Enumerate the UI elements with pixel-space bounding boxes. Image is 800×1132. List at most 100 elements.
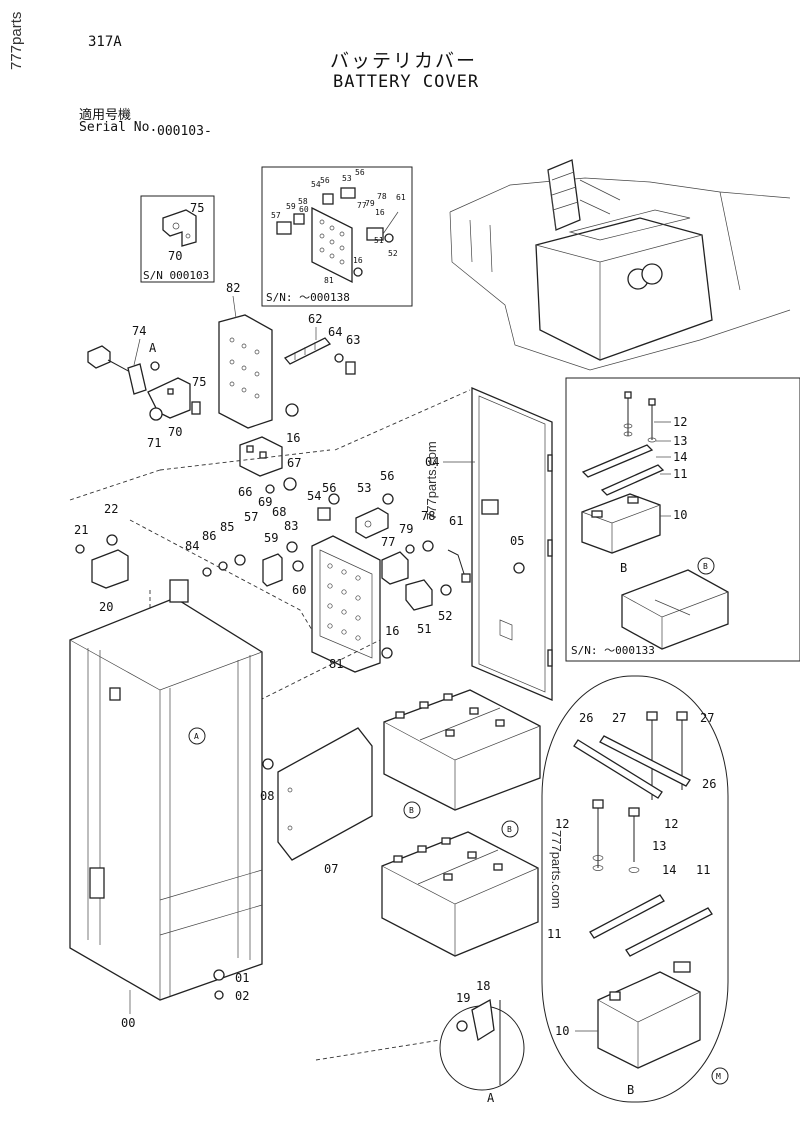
svg-text:M: M bbox=[716, 1072, 721, 1081]
part-label: 56 bbox=[355, 168, 365, 177]
part-label: 22 bbox=[104, 502, 118, 516]
callout-b: B bbox=[627, 1083, 634, 1097]
part-label: 69 bbox=[258, 495, 272, 509]
inset-label: S/N: ～000133 bbox=[571, 644, 655, 657]
part-label: 51 bbox=[417, 622, 431, 636]
serial-value: 000103- bbox=[157, 124, 212, 139]
part-label: 81 bbox=[324, 276, 334, 285]
callout-b: B bbox=[507, 825, 512, 834]
machine-outline bbox=[449, 159, 791, 371]
part-label: 68 bbox=[272, 505, 286, 519]
part-label: 82 bbox=[226, 281, 240, 295]
part-label: 18 bbox=[476, 979, 490, 993]
part-label: 53 bbox=[357, 481, 371, 495]
part-label: 12 bbox=[664, 817, 678, 831]
part-label: 79 bbox=[399, 522, 413, 536]
callout-a: A bbox=[149, 341, 157, 355]
callout-a: A bbox=[194, 732, 199, 741]
part-label: 21 bbox=[74, 523, 88, 537]
callout-b: B bbox=[620, 561, 627, 575]
part-label: 86 bbox=[202, 529, 216, 543]
part-label: 14 bbox=[673, 450, 687, 464]
page-code: 317A bbox=[88, 34, 122, 50]
bracket-20: 22 21 20 bbox=[74, 502, 129, 614]
part-label: 14 bbox=[662, 863, 676, 877]
part-label: 12 bbox=[673, 415, 687, 429]
part-label: 61 bbox=[396, 193, 406, 202]
page-title-jp: バッテリカバー bbox=[330, 50, 478, 72]
part-label: 04 bbox=[425, 455, 439, 469]
serial-label: Serial No. bbox=[79, 120, 158, 135]
detail-a: 19 18 A bbox=[315, 979, 525, 1105]
center-watermark: 777parts.com bbox=[549, 830, 564, 909]
part-label: 77 bbox=[357, 201, 367, 210]
part-label: 81 bbox=[329, 657, 343, 671]
callout-b: B bbox=[703, 562, 708, 571]
part-label: 08 bbox=[260, 789, 274, 803]
part-label: 58 bbox=[298, 197, 308, 206]
part-label: 59 bbox=[286, 202, 296, 211]
inset-sn-000138: 56 54 53 56 58 59 57 60 78 77 79 61 16 5… bbox=[261, 166, 413, 307]
part-label: 84 bbox=[185, 539, 199, 553]
part-label: 57 bbox=[271, 211, 281, 220]
part-label: 79 bbox=[365, 199, 375, 208]
page-title: BATTERY COVER bbox=[333, 72, 480, 92]
part-label: 11 bbox=[547, 927, 561, 941]
part-label: 13 bbox=[673, 434, 687, 448]
part-label: 16 bbox=[375, 208, 385, 217]
part-label: 11 bbox=[696, 863, 710, 877]
part-label: 54 bbox=[307, 489, 321, 503]
part-label: 20 bbox=[99, 600, 113, 614]
part-label: 85 bbox=[220, 520, 234, 534]
part-label: 16 bbox=[286, 431, 300, 445]
part-label: 60 bbox=[299, 205, 309, 214]
part-label: 12 bbox=[555, 817, 569, 831]
battery-box: A 00 01 02 bbox=[69, 579, 263, 1030]
part-label: 26 bbox=[579, 711, 593, 725]
center-watermark: 777parts.com bbox=[424, 441, 439, 520]
part-label: 19 bbox=[456, 991, 470, 1005]
part-label: 10 bbox=[555, 1024, 569, 1038]
part-label: 52 bbox=[438, 609, 452, 623]
part-label: 27 bbox=[700, 711, 714, 725]
inset-sn-000133: 12 13 14 11 10 B B S/N: ～000133 bbox=[565, 377, 800, 662]
part-label: 64 bbox=[328, 325, 342, 339]
part-label: 67 bbox=[287, 456, 301, 470]
part-label: 66 bbox=[238, 485, 252, 499]
inset-sn-000103: 75 70 S/N 000103 bbox=[140, 195, 215, 283]
battery-upper: B bbox=[383, 689, 541, 819]
part-label: 11 bbox=[673, 467, 687, 481]
terminal-block-66: 66 69 67 68 bbox=[238, 436, 301, 519]
serial-label-jp: 適用号機 bbox=[79, 108, 132, 123]
cover-plate-07: 08 07 bbox=[260, 727, 373, 876]
part-label: 78 bbox=[377, 192, 387, 201]
part-label: 70 bbox=[168, 249, 182, 263]
part-label: 74 bbox=[132, 324, 146, 338]
part-label: 27 bbox=[612, 711, 626, 725]
part-label: 60 bbox=[292, 583, 306, 597]
part-label: 00 bbox=[121, 1016, 135, 1030]
part-label: 71 bbox=[147, 436, 161, 450]
part-label: 16 bbox=[353, 256, 363, 265]
part-label: 53 bbox=[342, 174, 352, 183]
part-label: 07 bbox=[324, 862, 338, 876]
part-label: 10 bbox=[673, 508, 687, 522]
main-plate-81: 81 16 53 54 56 56 77 79 78 61 51 52 59 5… bbox=[185, 469, 471, 673]
part-label: 02 bbox=[235, 989, 249, 1003]
part-label: 57 bbox=[244, 510, 258, 524]
mark-m: M bbox=[711, 1067, 729, 1085]
part-label: 01 bbox=[235, 971, 249, 985]
part-label: 51 bbox=[374, 236, 384, 245]
callout-a: A bbox=[487, 1091, 495, 1105]
part-label: 77 bbox=[381, 535, 395, 549]
part-label: 56 bbox=[320, 176, 330, 185]
callout-b: B bbox=[409, 806, 414, 815]
part-label: 78 bbox=[421, 509, 435, 523]
part-label: 75 bbox=[190, 201, 204, 215]
part-label: 75 bbox=[192, 375, 206, 389]
inset-label: S/N 000103 bbox=[143, 269, 209, 282]
part-label: 61 bbox=[449, 514, 463, 528]
part-label: 59 bbox=[264, 531, 278, 545]
battery-cover-door: 04 05 777parts.com bbox=[424, 387, 553, 701]
